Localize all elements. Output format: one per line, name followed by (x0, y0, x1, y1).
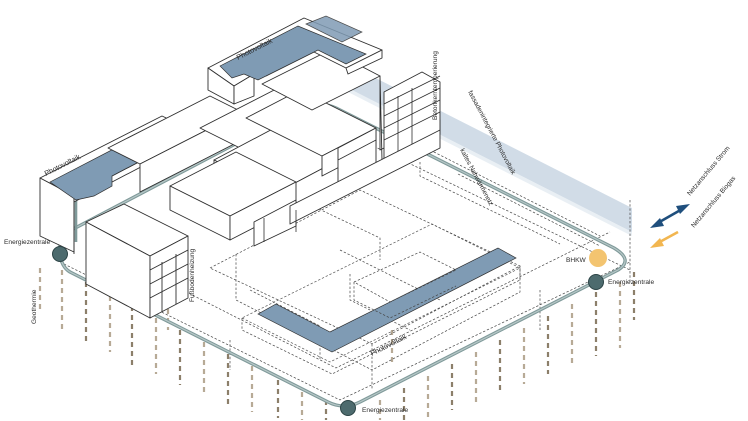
front-left-building (85, 203, 189, 319)
label-fussboden: Fußbodenheizung (189, 249, 196, 302)
geothermal-probes (38, 268, 636, 420)
label-energiezentrale-left: Energiezentrale (4, 239, 51, 246)
central-blocks (107, 49, 441, 247)
label-energiezentrale-bottom: Energiezentrale (362, 407, 409, 414)
energy-central-left-node (52, 246, 68, 262)
energy-central-right-node (588, 274, 604, 290)
top-building (207, 15, 383, 105)
arrow-biogas (650, 230, 679, 248)
pv-courtyard (257, 247, 517, 353)
arrow-strom (650, 204, 690, 228)
courtyard-building (241, 223, 521, 375)
label-energiezentrale-right: Energiezentrale (608, 279, 655, 286)
energy-central-bottom-node (340, 400, 356, 416)
label-geothermie: Geothermie (31, 289, 38, 324)
pv-top-roof (219, 25, 367, 81)
label-betonkern: Betonkerntemperierung (432, 51, 439, 120)
bhkw-node (589, 249, 607, 267)
label-bhkw: BHKW (566, 257, 587, 264)
